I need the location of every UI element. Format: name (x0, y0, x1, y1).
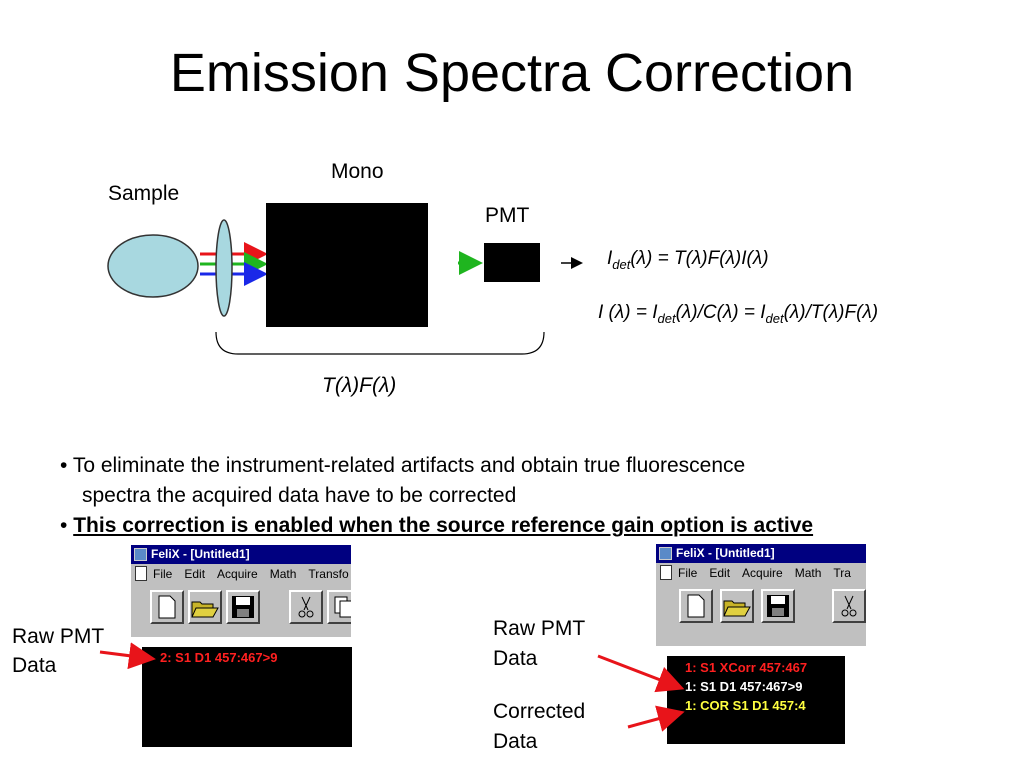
floppy-icon (767, 595, 789, 617)
open-folder-icon (191, 601, 219, 618)
document-icon (660, 565, 672, 580)
open-folder-icon (723, 600, 751, 617)
trace-line-xcorr[interactable]: 1: S1 XCorr 457:467 (685, 660, 808, 675)
pmt-label: PMT (485, 204, 530, 227)
new-file-icon (158, 595, 176, 619)
menu-transform[interactable]: Tra (833, 566, 851, 580)
menubar: File Edit Acquire Math Tra (656, 563, 866, 583)
menu-edit[interactable]: Edit (184, 567, 206, 581)
menu-acquire[interactable]: Acquire (742, 566, 783, 580)
trace-line-raw[interactable]: 1: S1 D1 457:467>9 (685, 679, 803, 694)
data-panel-right: 1: S1 XCorr 457:467 1: S1 D1 457:467>9 1… (667, 656, 845, 744)
new-file-button[interactable] (679, 589, 713, 623)
bullet-list: • To eliminate the instrument-related ar… (60, 451, 813, 541)
brace-shape (215, 331, 545, 355)
menu-edit[interactable]: Edit (709, 566, 731, 580)
felix-window-right: FeliX - [Untitled1] File Edit Acquire Math T… (656, 544, 866, 646)
callout-arrow-corrected (627, 705, 685, 732)
open-folder-button[interactable] (188, 590, 222, 624)
menubar: File Edit Acquire Math Transfo (131, 564, 351, 584)
callout-arrows (99, 642, 685, 732)
cut-button[interactable] (832, 589, 866, 623)
save-button[interactable] (226, 590, 260, 624)
window-titlebar: FeliX - [Untitled1] (131, 545, 351, 564)
sample-label: Sample (108, 182, 180, 205)
scissors-icon (298, 596, 314, 618)
mono-label: Mono (331, 160, 384, 183)
menu-math[interactable]: Math (269, 567, 297, 581)
bullet-item-1: • To eliminate the instrument-related ar… (60, 454, 746, 477)
equation-detected: Idet(λ) = T(λ)F(λ)I(λ) (607, 248, 769, 272)
bullet-item-2: • This correction is enabled when the so… (60, 514, 814, 537)
data-panel-left: 2: S1 D1 457:467>9 (142, 647, 352, 747)
menu-acquire[interactable]: Acquire (217, 567, 258, 581)
new-file-button[interactable] (150, 590, 184, 624)
lens-shape (215, 219, 233, 317)
new-file-icon (687, 594, 705, 618)
trace-line[interactable]: 2: S1 D1 457:467>9 (160, 650, 278, 665)
equation-corrected: I (λ) = Idet(λ)/C(λ) = Idet(λ)/T(λ)F(λ) (598, 302, 879, 326)
copy-icon (334, 596, 351, 618)
open-folder-button[interactable] (720, 589, 754, 623)
menu-file[interactable]: File (678, 566, 698, 580)
app-icon (134, 548, 147, 561)
felix-window-left: FeliX - [Untitled1] File Edit Acquire Math T… (131, 545, 351, 637)
cut-button[interactable] (289, 590, 323, 624)
sample-shape (107, 234, 199, 298)
document-icon (135, 566, 147, 581)
pmt-box (484, 243, 540, 282)
menu-transform[interactable]: Transfo (308, 567, 349, 581)
copy-button[interactable] (327, 590, 351, 624)
app-icon (659, 547, 672, 560)
toolbar (656, 583, 866, 629)
callout-arrow-raw (597, 654, 685, 693)
mono-box (266, 203, 428, 327)
trace-line-corrected[interactable]: 1: COR S1 D1 457:4 (685, 698, 806, 713)
menu-math[interactable]: Math (794, 566, 822, 580)
bullet-item-1-cont: spectra the acquired data have to be cor… (82, 484, 517, 507)
menu-file[interactable]: File (153, 567, 173, 581)
callout-arrow-left (99, 642, 156, 670)
scissors-icon (841, 595, 857, 617)
toolbar (131, 584, 351, 630)
slide-title: Emission Spectra Correction (169, 43, 855, 103)
save-button[interactable] (761, 589, 795, 623)
window-titlebar: FeliX - [Untitled1] (656, 544, 866, 563)
optics-diagram (107, 203, 583, 355)
floppy-icon (232, 596, 254, 618)
brace-label: T(λ)F(λ) (322, 374, 397, 397)
